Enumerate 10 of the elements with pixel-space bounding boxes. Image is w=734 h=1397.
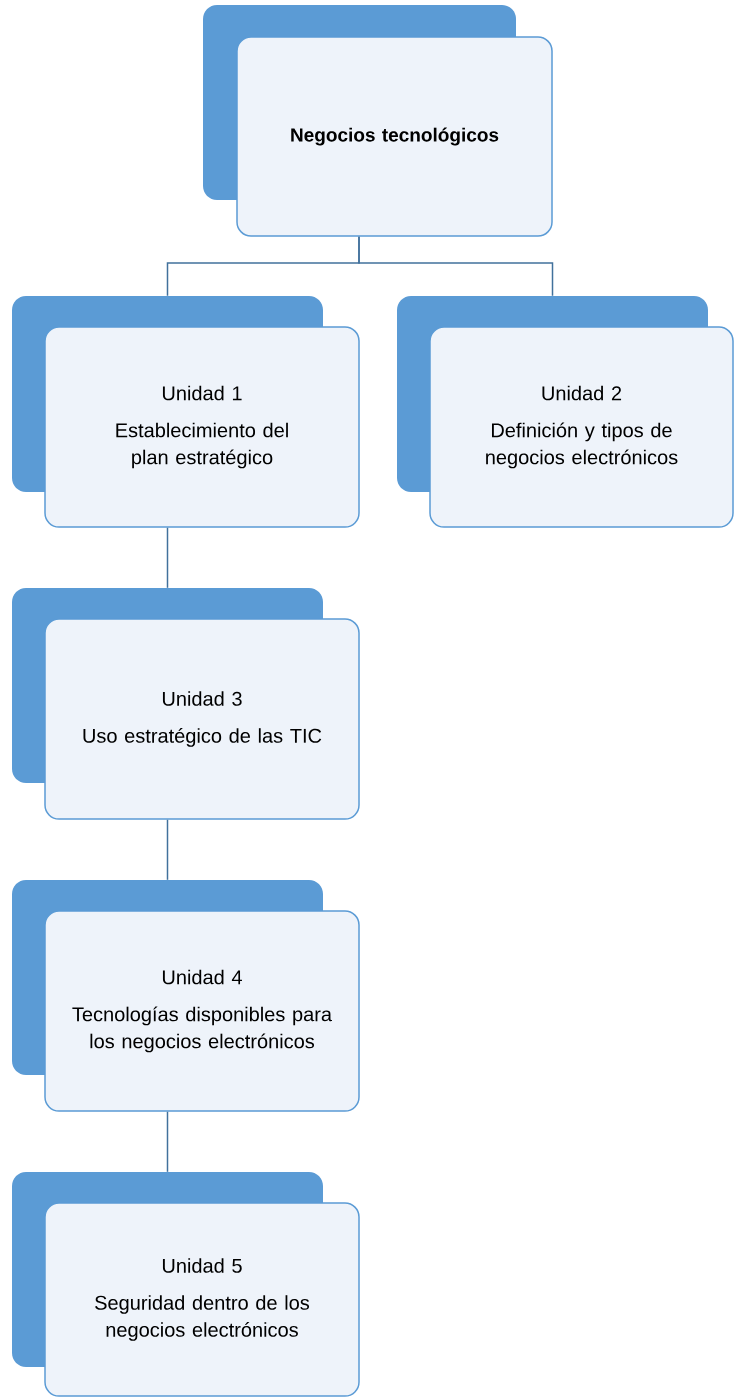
unit-card: Unidad 5 Seguridad dentro de los negocios electrónicos [12,1172,360,1397]
unit-card: Unidad 3 Uso estratégico de las TIC [12,588,360,820]
unit-card: Unidad 2 Definición y tipos de negocios electrónicos [397,296,734,528]
connector-line [166,527,169,589]
connector-line [358,236,554,297]
unit-card: Unidad 4 Tecnologías disponibles para los negocios electrónicos [12,880,360,1112]
unit-card: Negocios tecnológicos [203,5,553,237]
unit-card: Unidad 1 Establecimiento del plan estratégico [12,296,360,528]
connector-line [166,1111,169,1173]
connector-line [166,819,169,881]
